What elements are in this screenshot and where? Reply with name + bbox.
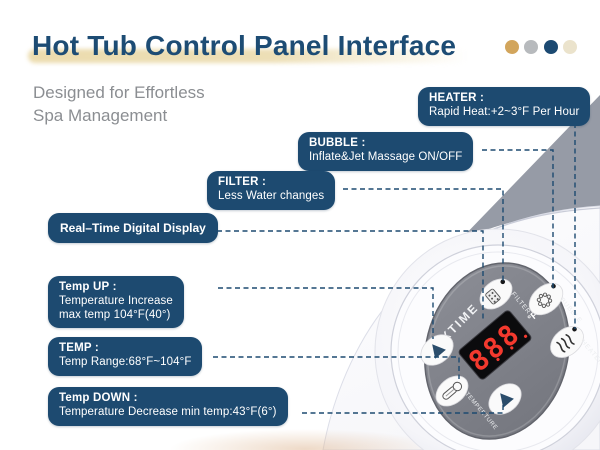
thermometer-icon: [442, 381, 463, 400]
decor-dot-cream: [563, 40, 577, 54]
subtitle-line-2: Spa Management: [33, 106, 168, 126]
callout-heater-text: Rapid Heat:+2~3°F Per Hour: [429, 105, 580, 118]
callout-temp-down-title: Temp DOWN :: [59, 392, 138, 404]
callout-temp-up-title: Temp UP :: [59, 281, 117, 293]
temperature-button: [435, 375, 469, 407]
bubble-button: [528, 282, 564, 316]
bezel-ring-highlight: [397, 251, 599, 450]
up-arrow-icon: [432, 344, 446, 359]
callout-filter: FILTER : Less Water changes: [207, 171, 336, 210]
bubble-icon: [536, 292, 553, 308]
callout-bubble-title: BUBBLE :: [309, 137, 366, 149]
heater-icon: [556, 334, 575, 353]
filter-led: [500, 279, 506, 285]
callout-heater-title: HEATER :: [429, 92, 485, 104]
connector-temp-down: [302, 404, 504, 414]
connector-bubble: [482, 149, 554, 291]
callout-temp-down: Temp DOWN : Temperature Decrease min tem…: [48, 387, 288, 426]
callout-temp-title: TEMP :: [59, 342, 99, 354]
callout-bubble-text: Inflate&Jet Massage ON/OFF: [309, 150, 463, 163]
subtitle-line-1: Designed for Effortless: [33, 83, 205, 102]
control-panel: RELXTIME ® 888 °F: [416, 262, 600, 440]
page-title: Hot Tub Control Panel Interface: [32, 30, 457, 61]
callout-temp-down-text: Temperature Decrease min temp:43°F(6°): [59, 405, 277, 418]
temp-down-button: [488, 383, 522, 415]
filter-icon: [485, 288, 501, 305]
callout-temp-up-text1: Temperature Increase: [59, 294, 173, 307]
decor-dot-navy: [544, 40, 558, 54]
connector-filter: [343, 188, 504, 281]
floor-shadow: [170, 429, 440, 450]
connector-temp-up: [218, 287, 434, 339]
callout-temp-up: Temp UP : Temperature Increase max temp …: [48, 276, 184, 329]
decor-dot-silver: [524, 40, 538, 54]
callout-filter-text: Less Water changes: [218, 189, 325, 202]
callout-filter-title: FILTER :: [218, 176, 267, 188]
title-highlight-strip: [28, 49, 476, 63]
callout-heater: HEATER : Rapid Heat:+2~3°F Per Hour: [418, 87, 591, 126]
connector-lines: [200, 123, 576, 414]
connector-display: [200, 230, 484, 319]
background-wedge: [459, 95, 600, 241]
callout-temp-up-text2: max temp 104°F(40°): [59, 308, 171, 321]
callout-bubble: BUBBLE : Inflate&Jet Massage ON/OFF: [298, 132, 474, 171]
callout-temp-text: Temp Range:68°F~104°F: [59, 355, 192, 368]
callout-digital-display: Real–Time Digital Display: [48, 213, 218, 244]
page-subtitle: Designed for Effortless Spa Management: [33, 81, 205, 128]
callout-temp: TEMP : Temp Range:68°F~104°F: [48, 337, 203, 376]
filter-button: [479, 278, 513, 310]
down-arrow-icon: [500, 393, 514, 408]
decor-dot-gold: [505, 40, 519, 54]
